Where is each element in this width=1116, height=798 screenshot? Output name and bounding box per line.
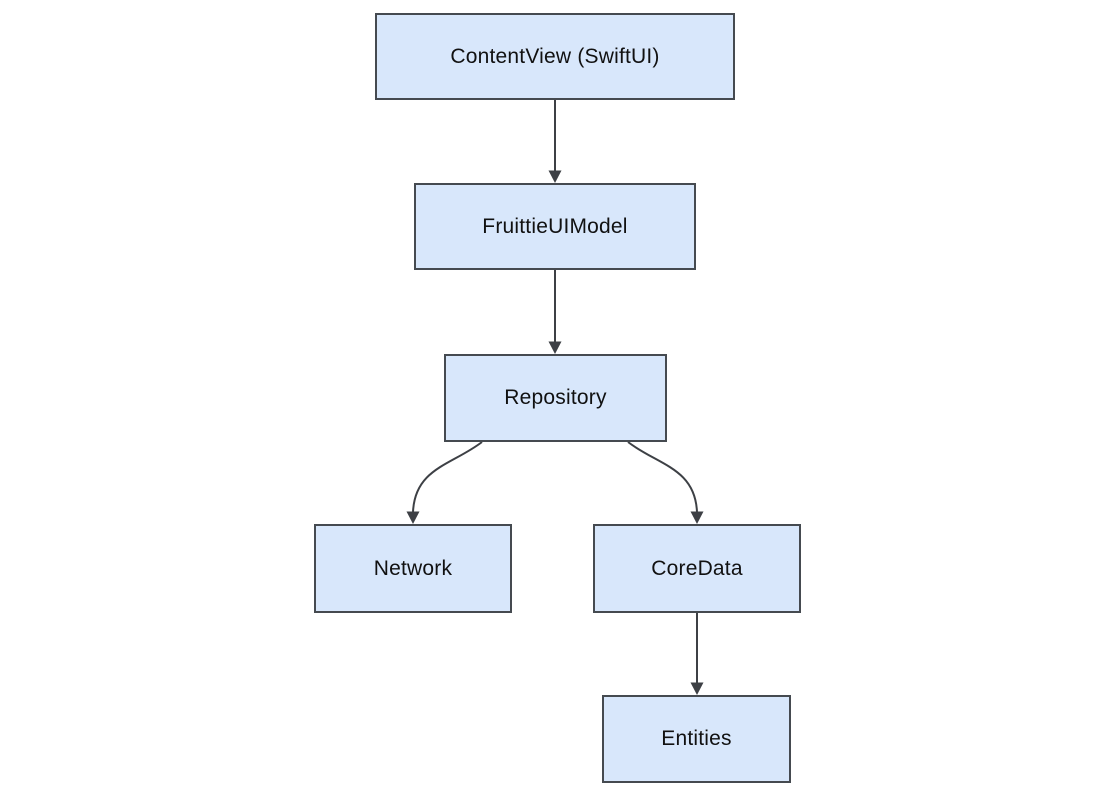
node-label: Network <box>373 556 453 580</box>
edge-repository-coredata <box>627 441 704 524</box>
node-network: Network <box>314 524 512 613</box>
node-entities: Entities <box>602 695 791 783</box>
edge-repository-network <box>406 441 483 524</box>
edge-contentview-fruittieuimodel <box>548 100 562 183</box>
edge-fruittieuimodel-repository <box>548 270 562 354</box>
node-fruittieuimodel: FruittieUIModel <box>414 183 696 270</box>
node-label: Repository <box>504 386 607 409</box>
node-label: ContentView (SwiftUI) <box>450 44 660 68</box>
node-label: Entities <box>661 727 732 750</box>
node-repository: Repository <box>444 354 667 442</box>
node-label: CoreData <box>651 556 743 580</box>
node-contentview: ContentView (SwiftUI) <box>375 13 735 100</box>
node-coredata: CoreData <box>593 524 801 613</box>
node-label: FruittieUIModel <box>482 214 628 238</box>
edge-coredata-entities <box>690 613 704 695</box>
